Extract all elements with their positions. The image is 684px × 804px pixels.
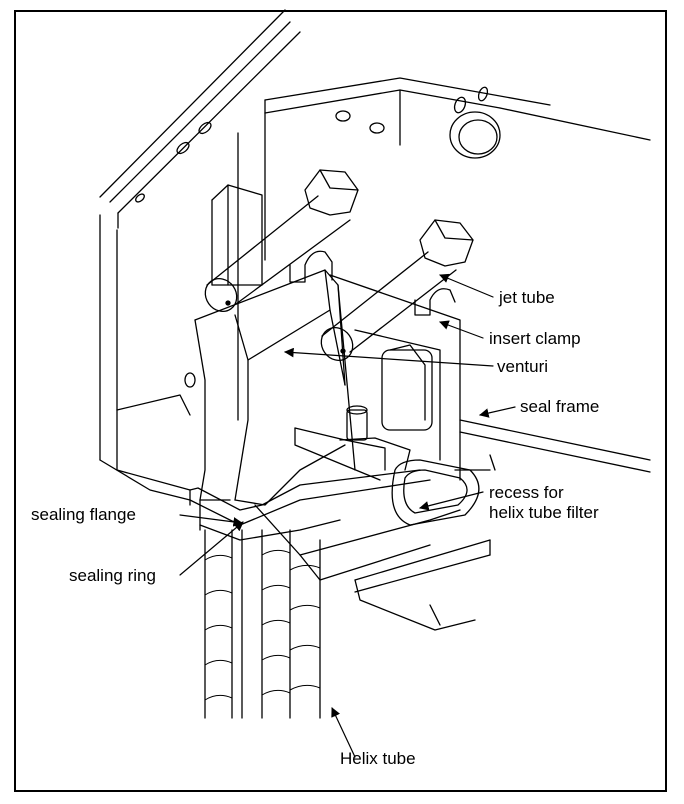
jet-tube-left [204,169,359,313]
label-jet-tube: jet tube [499,288,555,307]
side-panel [329,274,461,481]
seal-frame [459,419,651,473]
figure-border [14,10,667,792]
label-sealing-ring: sealing ring [69,566,156,585]
lower-rail [354,539,491,631]
sealing-flange-tray [189,469,461,581]
label-helix-tube: Helix tube [340,749,416,768]
bracket [211,184,263,286]
insert-clamps [289,250,456,316]
label-recess-line1: recess for [489,483,564,502]
label-insert-clamp: insert clamp [489,329,581,348]
label-sealing-flange: sealing flange [31,505,136,524]
housing-left-wall [99,214,196,501]
recess [391,459,491,526]
label-recess-line2: helix tube filter [489,503,599,522]
housing-top-rail [99,9,301,229]
housing-back-rail [237,77,651,421]
label-seal-frame: seal frame [520,397,600,416]
leader-lines [179,273,516,758]
label-venturi: venturi [497,357,549,376]
venturi [194,269,356,506]
helix-tubes [204,529,321,719]
clip-bolt [294,405,411,481]
